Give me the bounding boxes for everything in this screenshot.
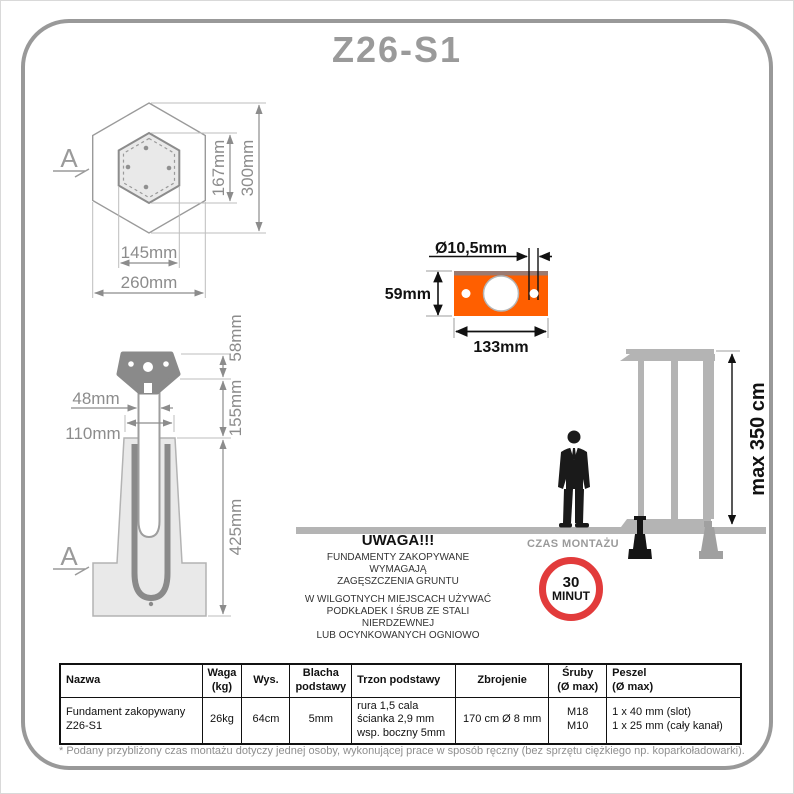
extension-lines (124, 353, 231, 617)
cell-peszel: 1 x 40 mm (slot) 1 x 25 mm (cały kanał) (606, 696, 742, 745)
hexagon-shapes (92, 102, 207, 234)
dim-head-height-label: 58mm (226, 314, 245, 361)
header-trzon: Trzon podstawy (351, 663, 457, 698)
warning-block: UWAGA!!! FUNDAMENTY ZAKOPYWANE WYMAGAJĄ … (298, 532, 498, 647)
table-header-row: Nazwa Waga (kg) Wys. Blacha podstawy Trz… (59, 663, 742, 698)
dimension-arrows (94, 104, 263, 297)
cell-zbrojenie: 170 cm Ø 8 mm (455, 696, 550, 745)
section-a-mark: A (53, 143, 90, 178)
cell-sruby: M18 M10 (548, 696, 608, 745)
frame-bottom-beam (621, 519, 711, 527)
hexagon-top-view: 167mm 300mm 145mm 260mm A (53, 102, 266, 298)
dim-plate-height-label: 59mm (385, 286, 431, 303)
dim-outer-width-label: 260mm (121, 273, 178, 292)
frame-top-rail (626, 349, 714, 354)
dimension-arrows (71, 355, 227, 615)
dim-hole-label: Ø10,5mm (435, 240, 507, 257)
mounting-time-minutes: 30 (562, 573, 580, 591)
bolt-hole-left (461, 289, 471, 298)
foundation-anchor-left (628, 516, 652, 559)
dim-plate-width-label: 133mm (473, 339, 528, 356)
header-zbrojenie: Zbrojenie (455, 663, 550, 698)
head-hole-right (163, 361, 169, 367)
tube-channel (137, 391, 161, 539)
max-height-label: max 350 cm (747, 382, 769, 495)
dim-tube-width-label: 48mm (72, 389, 119, 408)
header-sruby: Śruby (Ø max) (548, 663, 608, 698)
page-title: Z26-S1 (331, 29, 463, 70)
dim-depth-label: 425mm (226, 499, 245, 556)
rebar-dots (125, 145, 172, 190)
table-row: Fundament zakopywany Z26-S1 26kg 64cm 5m… (59, 696, 742, 745)
warning-title: UWAGA!!! (361, 532, 435, 549)
head-notch (144, 383, 152, 393)
header-waga: Waga (kg) (201, 663, 243, 698)
cell-wys: 64cm (241, 696, 291, 745)
frame-top-beam (620, 354, 715, 361)
frame-post-left (638, 361, 644, 519)
header-peszel: Peszel (Ø max) (606, 663, 742, 698)
ground-line (296, 527, 766, 534)
mounting-time-label: CZAS MONTAŻU (527, 538, 619, 550)
inner-hexagon (117, 131, 181, 205)
head-hole-left (128, 361, 134, 367)
dim-top-width-label: 110mm (65, 424, 120, 443)
hole-dim-ticks (528, 248, 539, 300)
mounting-time-sign: 30 MINUT (539, 557, 603, 621)
cell-waga: 26kg (201, 696, 243, 745)
header-nazwa: Nazwa (59, 663, 203, 698)
base-plate-view: Ø10,5mm 59mm 133mm (385, 240, 552, 356)
cell-nazwa: Fundament zakopywany Z26-S1 (59, 696, 203, 745)
dim-inner-width-label: 145mm (121, 243, 178, 262)
header-wys: Wys. (241, 663, 291, 698)
header-blacha: Blacha podstawy (289, 663, 353, 698)
rebar-loop (131, 444, 171, 602)
mounting-time-unit: MINUT (552, 588, 590, 603)
foundation-side-view: 58mm 155mm 425mm 48mm 110mm A (53, 314, 245, 617)
frame-post-middle (671, 361, 678, 519)
extension-lines (92, 102, 266, 298)
footnote: * Podany przybliżony czas montażu dotycz… (59, 745, 745, 757)
sign-frame (620, 349, 715, 527)
section-label: A (60, 143, 78, 173)
dimension-arrows (429, 251, 552, 337)
warning-paragraph-2: W WILGOTNYCH MIEJSCACH UŻYWAĆ PODKŁADEK … (304, 593, 492, 642)
bolt-hole-right (529, 289, 539, 298)
dim-inner-height-label: 167mm (209, 140, 228, 197)
outer-hexagon (92, 102, 207, 234)
spec-table: Nazwa Waga (kg) Wys. Blacha podstawy Trz… (59, 663, 742, 745)
person-silhouette (558, 430, 590, 528)
plate-top-edge (454, 271, 548, 276)
dim-above-ground-label: 155mm (226, 380, 245, 437)
anchor-head (116, 351, 181, 395)
frame-post-right (703, 361, 714, 519)
foundation-anchor-right (699, 521, 723, 559)
dim-outer-height-label: 300mm (238, 140, 257, 197)
rebar-tip (148, 601, 154, 607)
cell-blacha: 5mm (289, 696, 353, 745)
page-border (21, 19, 773, 770)
installation-scene: max 350 cm (296, 349, 769, 559)
head-hole-center (143, 362, 153, 372)
cell-trzon: rura 1,5 cala ścianka 2,9 mm wsp. boczny… (351, 696, 457, 745)
section-a-mark: A (53, 541, 90, 576)
extension-lines (426, 270, 549, 338)
center-hole (482, 275, 520, 312)
section-label: A (60, 541, 78, 571)
warning-paragraph-1: FUNDAMENTY ZAKOPYWANE WYMAGAJĄ ZAGĘSZCZE… (326, 552, 470, 588)
